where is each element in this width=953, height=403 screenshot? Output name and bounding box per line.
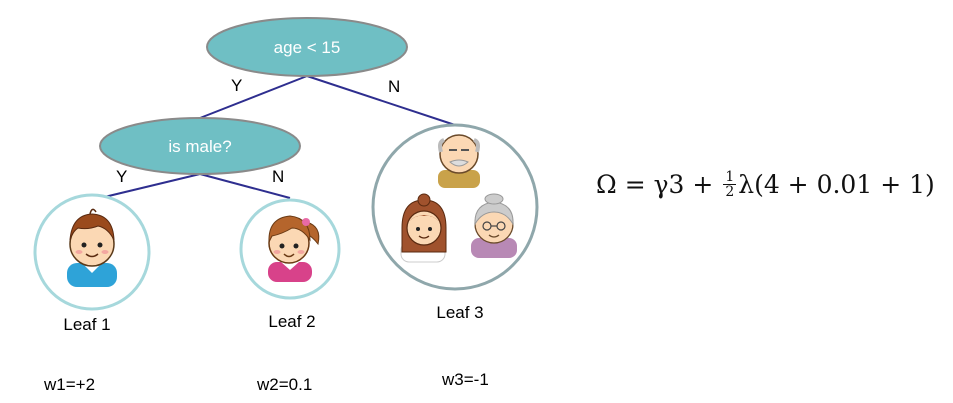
formula-fraction: 1 2 (723, 169, 737, 200)
edge-split-to-leaf2 (199, 173, 291, 199)
formula-fraction-denominator: 2 (725, 184, 735, 200)
leaf-2-weight: w2=0.1 (256, 375, 312, 394)
leaf-3-weight: w3=-1 (441, 370, 489, 389)
leaf-2: Leaf 2 (239, 198, 341, 331)
formula-plus: + (692, 170, 714, 199)
edge-label-root-no: N (388, 77, 400, 96)
split-node-label: is male? (168, 137, 231, 156)
formula-equals: = (624, 170, 646, 199)
formula-fraction-numerator: 1 (723, 169, 737, 185)
edge-split-to-leaf1 (91, 173, 201, 201)
girl-icon (268, 215, 320, 282)
regularization-formula: Ω = γ3 + 1 2 λ(4 + 0.01 + 1) (596, 170, 935, 220)
grandpa-icon (438, 134, 480, 188)
leaf-2-label: Leaf 2 (268, 312, 315, 331)
edge-label-split-no: N (272, 167, 284, 186)
edge-label-root-yes: Y (231, 76, 242, 95)
formula-gamma-term: γ3 (653, 170, 685, 199)
root-node-label: age < 15 (274, 38, 341, 57)
formula-lambda-term: λ(4 + 0.01 + 1) (738, 170, 935, 199)
boy-icon (67, 208, 117, 287)
leaf-3: Leaf 3 (371, 123, 539, 322)
root-node: age < 15 (206, 17, 408, 77)
leaf-3-label: Leaf 3 (436, 303, 483, 322)
elderly-family-icon (400, 134, 517, 263)
formula-lhs: Ω (596, 170, 617, 199)
woman-icon (400, 193, 447, 263)
split-node: is male? (99, 117, 301, 175)
leaf-1-label: Leaf 1 (63, 315, 110, 334)
leaf-1-weight: w1=+2 (43, 375, 95, 394)
tree-edges (91, 75, 456, 201)
grandma-icon (471, 193, 517, 258)
edge-label-split-yes: Y (116, 167, 127, 186)
leaf-1: Leaf 1 (33, 193, 151, 334)
edge-root-to-split (199, 75, 308, 119)
edge-root-to-leaf3 (306, 75, 456, 126)
